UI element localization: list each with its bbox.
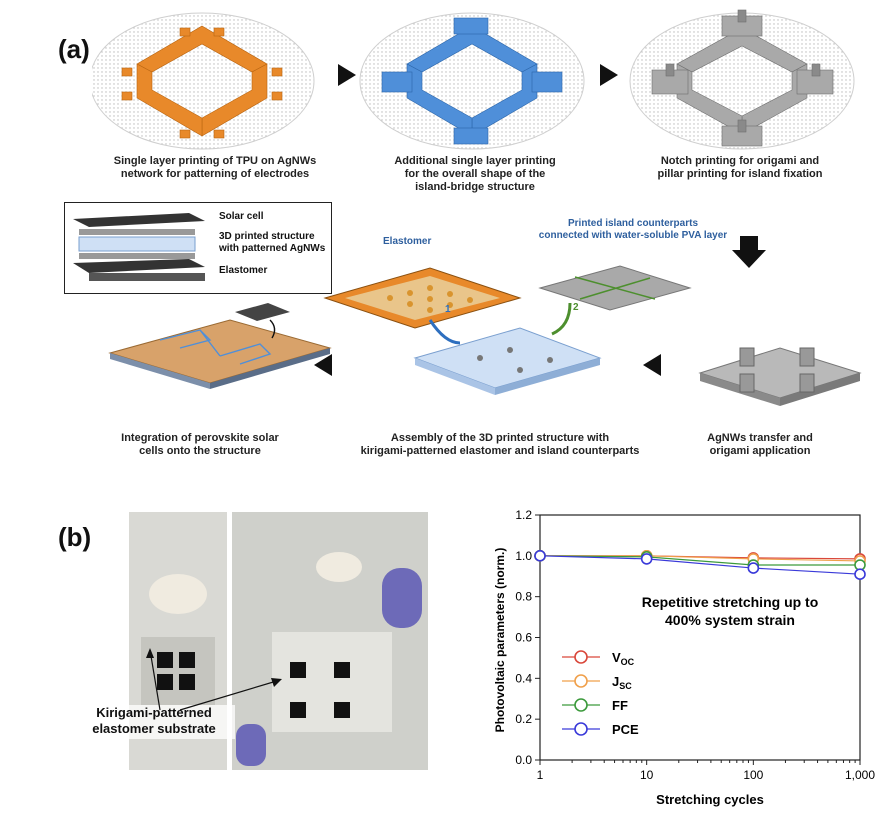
platform-disc-2	[359, 12, 585, 150]
pointer-arrows	[146, 648, 282, 711]
photovoltaic-chart: 0.0 0.2 0.4 0.6 0.8 1.0 1.2 1 10 100 1,000 Photovo…	[493, 508, 875, 807]
platform-disc-1	[92, 12, 315, 150]
legend-label: VOC	[612, 650, 635, 667]
assembly-step-1: 1	[445, 304, 451, 315]
inset-elastomer-label: Elastomer	[219, 265, 268, 276]
series-point-pce	[640, 553, 653, 565]
layer-stack-illustration	[73, 213, 205, 281]
inset-structure-label: 3D printed structure with patterned AgNW…	[219, 231, 326, 254]
series-point-pce	[534, 550, 546, 562]
assembly-step-2: 2	[573, 302, 579, 313]
glove-right	[382, 568, 422, 628]
arrow-right-icon-2	[600, 64, 618, 86]
y-tick-label: 1.2	[515, 508, 532, 522]
glove-left	[236, 724, 266, 766]
legend-label: FF	[612, 698, 628, 713]
legend-marker	[574, 698, 588, 712]
inset-solar-label: Solar cell	[219, 211, 264, 222]
chart-axes: 0.0 0.2 0.4 0.6 0.8 1.0 1.2 1 10 100 1,000	[515, 508, 875, 782]
top-row-illustrations	[92, 9, 855, 150]
series-line-pce	[539, 555, 861, 575]
grey-notched-structure	[651, 9, 834, 147]
y-tick-label: 0.4	[515, 671, 532, 685]
x-tick-label: 1,000	[845, 768, 875, 782]
y-tick-label: 1.0	[515, 549, 532, 563]
x-tick-label: 10	[640, 768, 654, 782]
blue-island-bridge	[381, 17, 563, 145]
series-line-ff	[539, 555, 860, 566]
x-tick-label: 100	[743, 768, 763, 782]
chart-legend: VOC JSC FF PCE	[562, 650, 639, 737]
y-tick-label: 0.0	[515, 753, 532, 767]
chart-marks	[534, 550, 866, 581]
photo-stretched	[232, 512, 428, 770]
arrow-down-icon	[732, 250, 766, 268]
y-tick-label: 0.6	[515, 631, 532, 645]
step2-caption: Additional single layer printing for the…	[394, 155, 556, 193]
island-counterparts-label: Printed island counterparts connected wi…	[538, 218, 728, 241]
y-tick-label: 0.8	[515, 590, 532, 604]
logo-disc-2	[316, 552, 362, 582]
cross-section-inset: Solar cell 3D printed structure with pat…	[64, 202, 332, 294]
arrow-left-icon-1	[314, 354, 332, 376]
x-tick-label: 1	[537, 768, 544, 782]
plot-frame	[539, 514, 861, 761]
x-axis-label: Stretching cycles	[656, 792, 764, 807]
legend-label: JSC	[612, 674, 632, 691]
arrow-left-icon-2	[643, 354, 661, 376]
legend-marker	[574, 650, 588, 664]
step5-caption: Assembly of the 3D printed structure wit…	[360, 432, 640, 457]
series-point-pce	[854, 568, 866, 581]
legend-label: PCE	[612, 722, 639, 737]
logo-disc	[149, 574, 207, 614]
arrow-right-icon-1	[338, 64, 356, 86]
middle-row-illustrations	[108, 265, 862, 406]
chart-annotation-line2: 400% system strain	[665, 612, 795, 628]
legend-marker	[574, 674, 588, 688]
photo-caption-bg	[75, 705, 235, 739]
elastomer-label: Elastomer	[383, 236, 432, 247]
y-axis-label: Photovoltaic parameters (norm.)	[493, 548, 507, 733]
panel-b-label: (b)	[58, 522, 92, 552]
chart-annotation-line1: Repetitive stretching up to	[642, 594, 819, 610]
orange-electrode-frame	[121, 25, 283, 139]
y-tick-label: 0.2	[515, 712, 532, 726]
step6-caption: Integration of perovskite solar cells on…	[121, 432, 279, 457]
step3-caption: Notch printing for origami and pillar pr…	[657, 155, 823, 180]
step1-caption: Single layer printing of TPU on AgNWs ne…	[113, 155, 317, 180]
legend-marker	[574, 722, 588, 736]
arrow-down-stem	[740, 236, 758, 250]
series-point-pce	[747, 562, 760, 574]
step4-caption: AgNWs transfer and origami application	[707, 432, 813, 457]
panel-a-label: (a)	[58, 34, 90, 64]
